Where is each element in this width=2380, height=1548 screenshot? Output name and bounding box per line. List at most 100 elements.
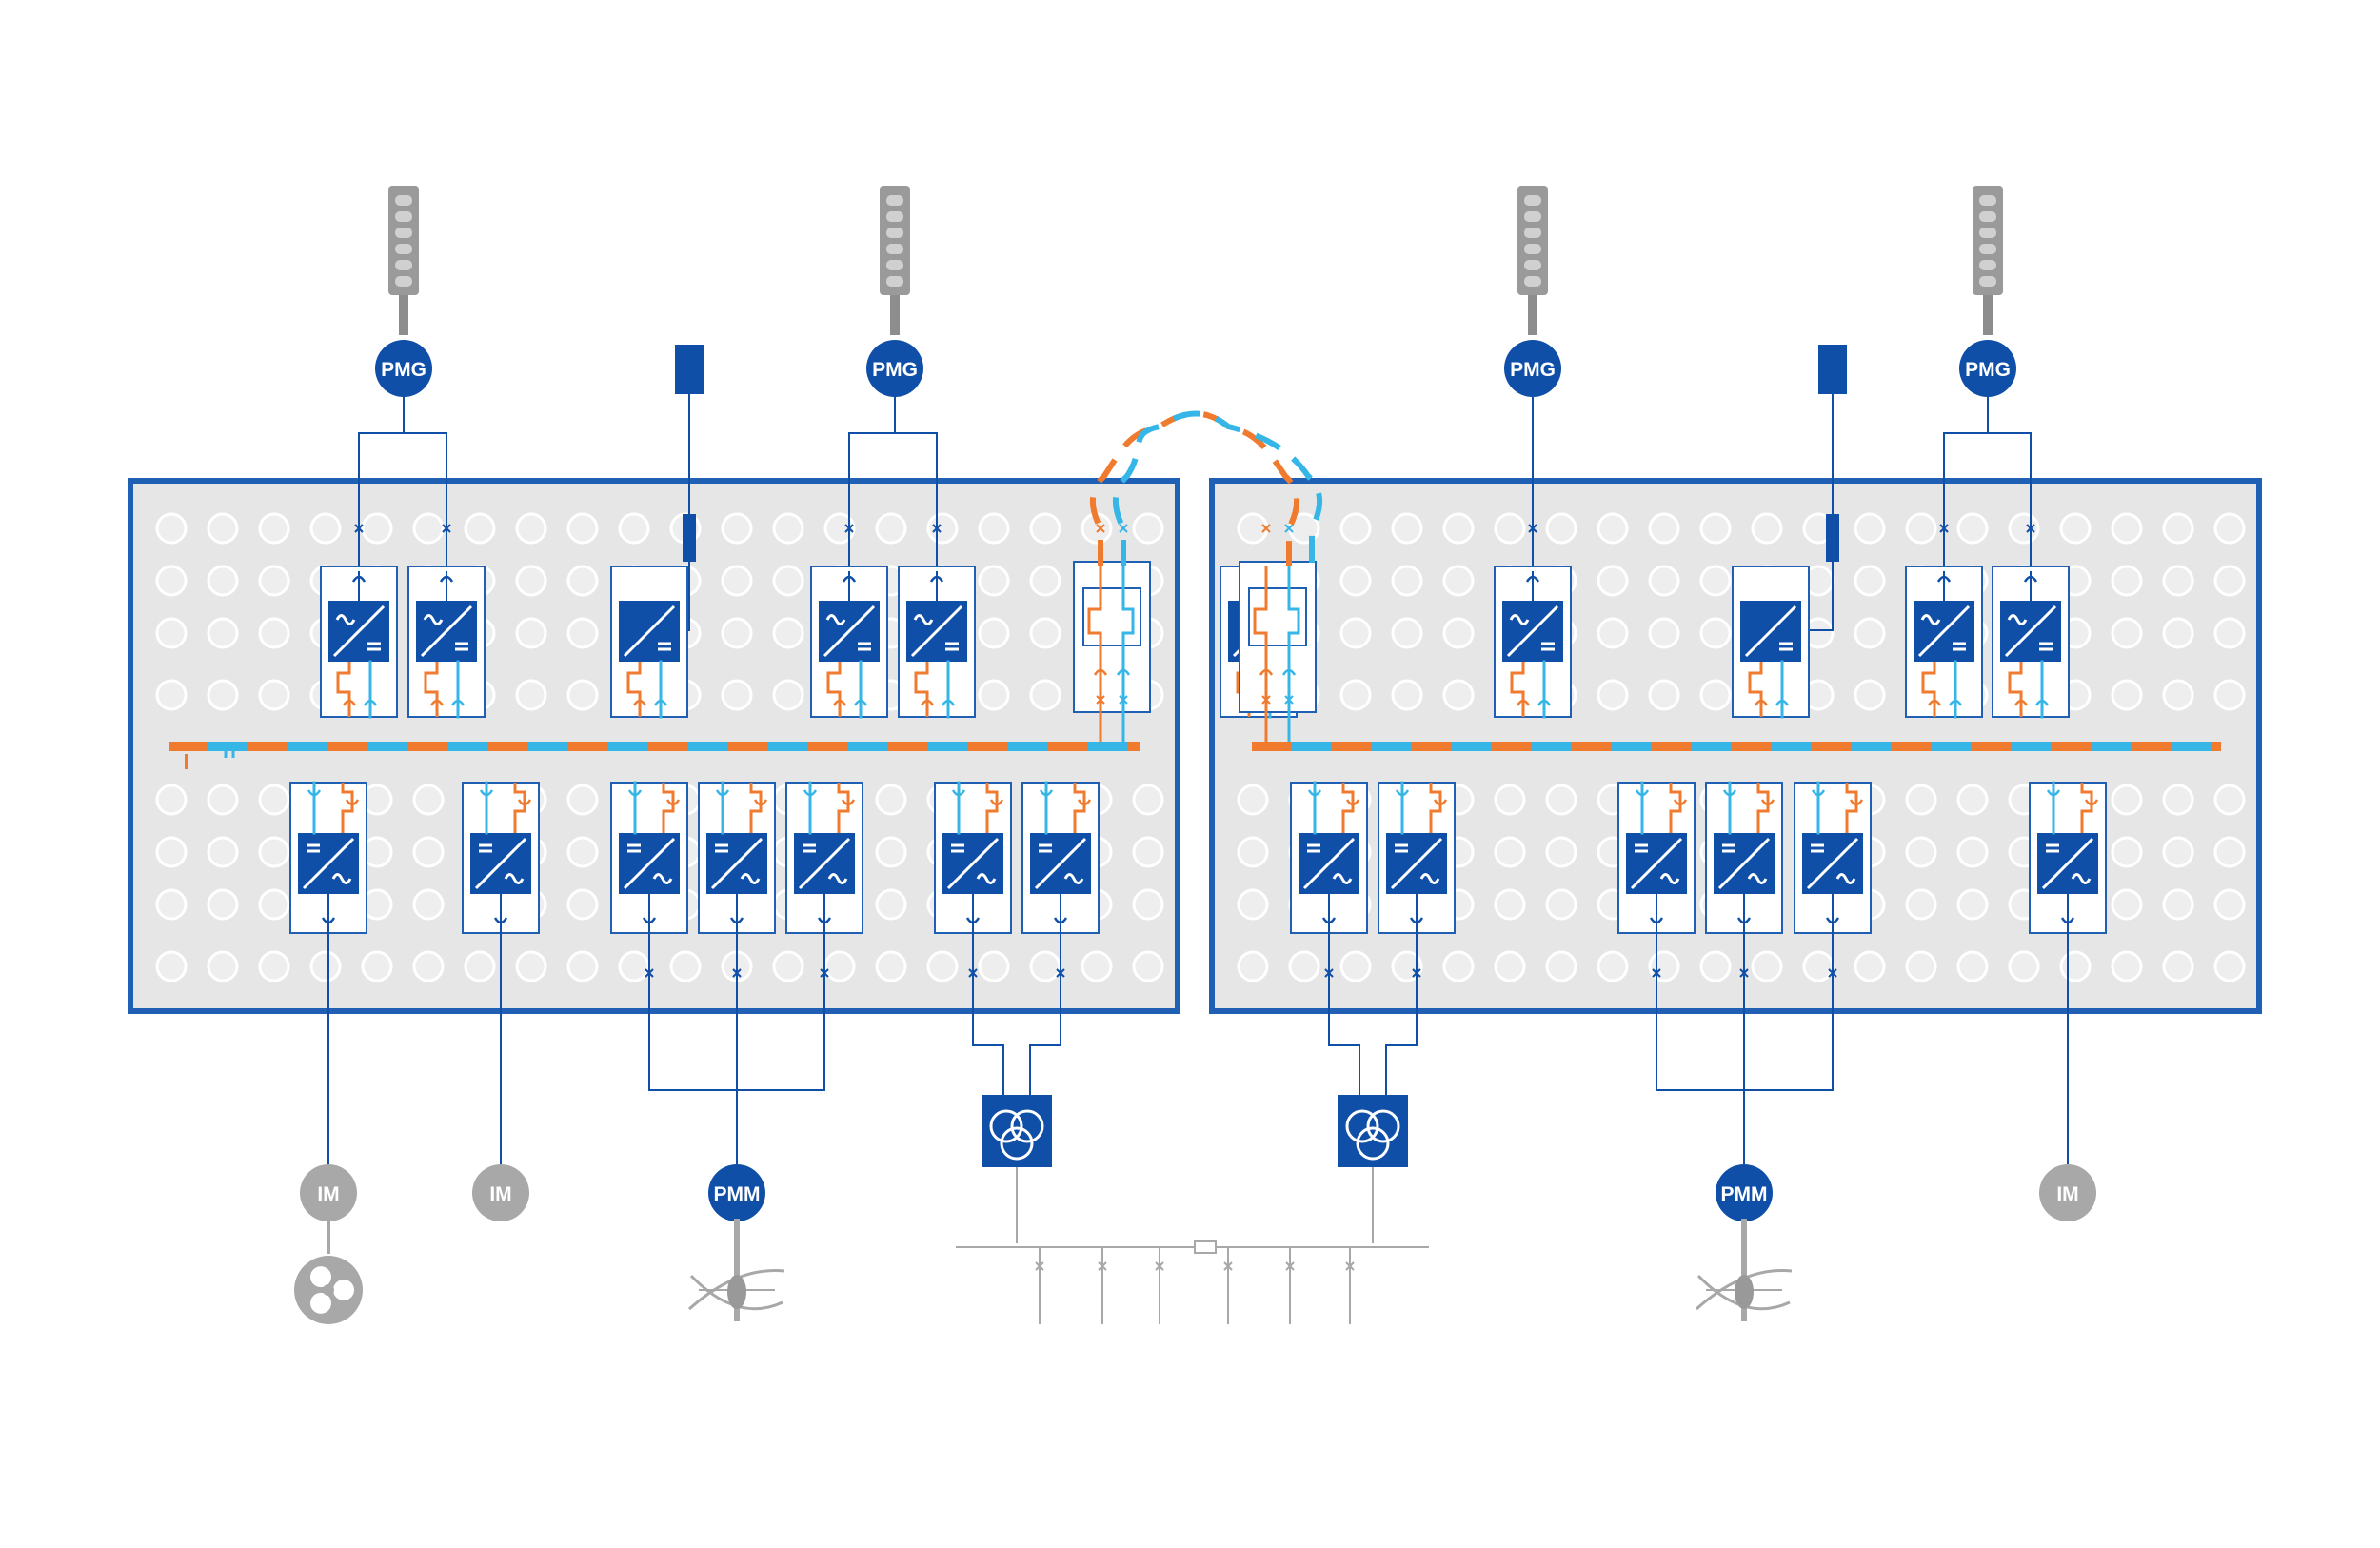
floor-dot: [1699, 950, 1732, 982]
floor-dot: [207, 784, 239, 816]
breaker-stroke: [1284, 695, 1294, 705]
engine-cylinder: [1979, 244, 1996, 254]
floor-dot: [1854, 617, 1886, 649]
connector-icon: [321, 917, 336, 924]
orange-lead: [985, 783, 999, 833]
converter-diagonal: [623, 837, 676, 890]
breaker-icon: [1939, 524, 1949, 533]
connector-icon: [342, 699, 357, 706]
floor-dot: [207, 512, 239, 545]
converter-diagonal: [910, 605, 963, 658]
floor-dot: [1442, 565, 1475, 597]
converter-module: [785, 781, 863, 934]
engine-cylinder: [1524, 276, 1541, 287]
engine-icon: [1517, 186, 1548, 335]
floor-dot: [155, 888, 188, 921]
converter-module: [1617, 781, 1696, 934]
pmg-circle-icon: PMG: [1959, 340, 2016, 397]
engine-cylinder: [886, 195, 903, 206]
ac-symbol: [1835, 873, 1856, 884]
breaker-stroke: [354, 524, 364, 533]
floor-dot: [2162, 617, 2194, 649]
connector-icon: [803, 789, 818, 797]
transformer-winding: [1345, 1109, 1379, 1143]
converter-diagonal: [474, 837, 527, 890]
floor-dot: [412, 836, 445, 868]
floor-dot: [1751, 512, 1783, 545]
floor-dot: [2111, 888, 2143, 921]
floor-dot: [2111, 950, 2143, 982]
floor-dot: [2213, 836, 2246, 868]
engine-cylinder: [1979, 228, 1996, 238]
floor-dot: [978, 512, 1010, 545]
connector-icon: [929, 575, 944, 583]
floor-dot: [155, 950, 188, 982]
connector-icon: [632, 699, 647, 706]
orange-lead: [626, 662, 642, 717]
converter-module: [1732, 566, 1810, 719]
propeller-hub: [727, 1275, 746, 1309]
converter-diagonal: [710, 837, 764, 890]
floor-dot: [515, 679, 547, 711]
breaker-stroke: [645, 968, 654, 978]
engine-icon: [880, 186, 910, 335]
floor-dot: [1029, 617, 1061, 649]
breaker-icon: [354, 524, 364, 533]
engine-cylinder: [395, 260, 412, 270]
engine-cylinder: [1524, 244, 1541, 254]
floor-dot: [2162, 888, 2194, 921]
pmg-circle-icon: PMG: [375, 340, 432, 397]
floor-dot: [2162, 836, 2194, 868]
engine-cylinder: [395, 228, 412, 238]
floor-dot: [1545, 784, 1577, 816]
floor-dot: [2162, 784, 2194, 816]
breaker-stroke: [1528, 524, 1537, 533]
wire: [1328, 973, 1360, 1095]
orange-lead: [2008, 662, 2023, 717]
floor-dot: [1597, 679, 1629, 711]
converter-diagonal: [946, 837, 1000, 890]
orange-lead: [1429, 783, 1442, 833]
converter-diagonal: [1806, 837, 1859, 890]
connector-icon: [1093, 668, 1108, 676]
converter-diagonal: [2041, 837, 2094, 890]
floor-dot: [1237, 950, 1269, 982]
connector-icon: [665, 799, 681, 806]
breaker-stroke: [1119, 524, 1128, 533]
floor-dot: [1905, 950, 1937, 982]
engine-cylinder: [886, 260, 903, 270]
breaker-stroke: [1739, 968, 1749, 978]
connector-icon: [307, 789, 322, 797]
converter-diagonal: [1390, 837, 1443, 890]
propeller-icon: [687, 1219, 785, 1321]
machine-circle: [1959, 340, 2016, 397]
breaker-icon: [1528, 524, 1537, 533]
machine-circle: [1504, 340, 1561, 397]
floor-dot: [464, 512, 496, 545]
orange-lead: [1921, 662, 1936, 717]
floor-dot: [207, 888, 239, 921]
floor-dot: [207, 950, 239, 982]
breaker-stroke: [844, 524, 854, 533]
connector-icon: [941, 699, 956, 706]
converter-diagonal: [823, 605, 876, 658]
floor-dot: [2111, 617, 2143, 649]
converter-diagonal: [2004, 605, 2057, 658]
tie-cable: [1089, 410, 1300, 566]
floor-dot: [412, 888, 445, 921]
floor-dot: [464, 950, 496, 982]
floor-dot: [823, 512, 856, 545]
transformer-icon: [982, 1095, 1052, 1167]
breaker-stroke: [1652, 968, 1661, 978]
floor-dot: [207, 617, 239, 649]
connector-icon: [2013, 699, 2029, 706]
floor-dot: [1597, 950, 1629, 982]
floor-dot: [875, 784, 907, 816]
connector-icon: [1775, 699, 1790, 706]
breaker-icon: [1155, 1261, 1164, 1271]
ac-symbol: [652, 873, 673, 884]
floor-dot: [1339, 512, 1372, 545]
floor-dot: [2162, 512, 2194, 545]
orange-lead: [424, 662, 439, 717]
floor-dot: [1339, 617, 1372, 649]
